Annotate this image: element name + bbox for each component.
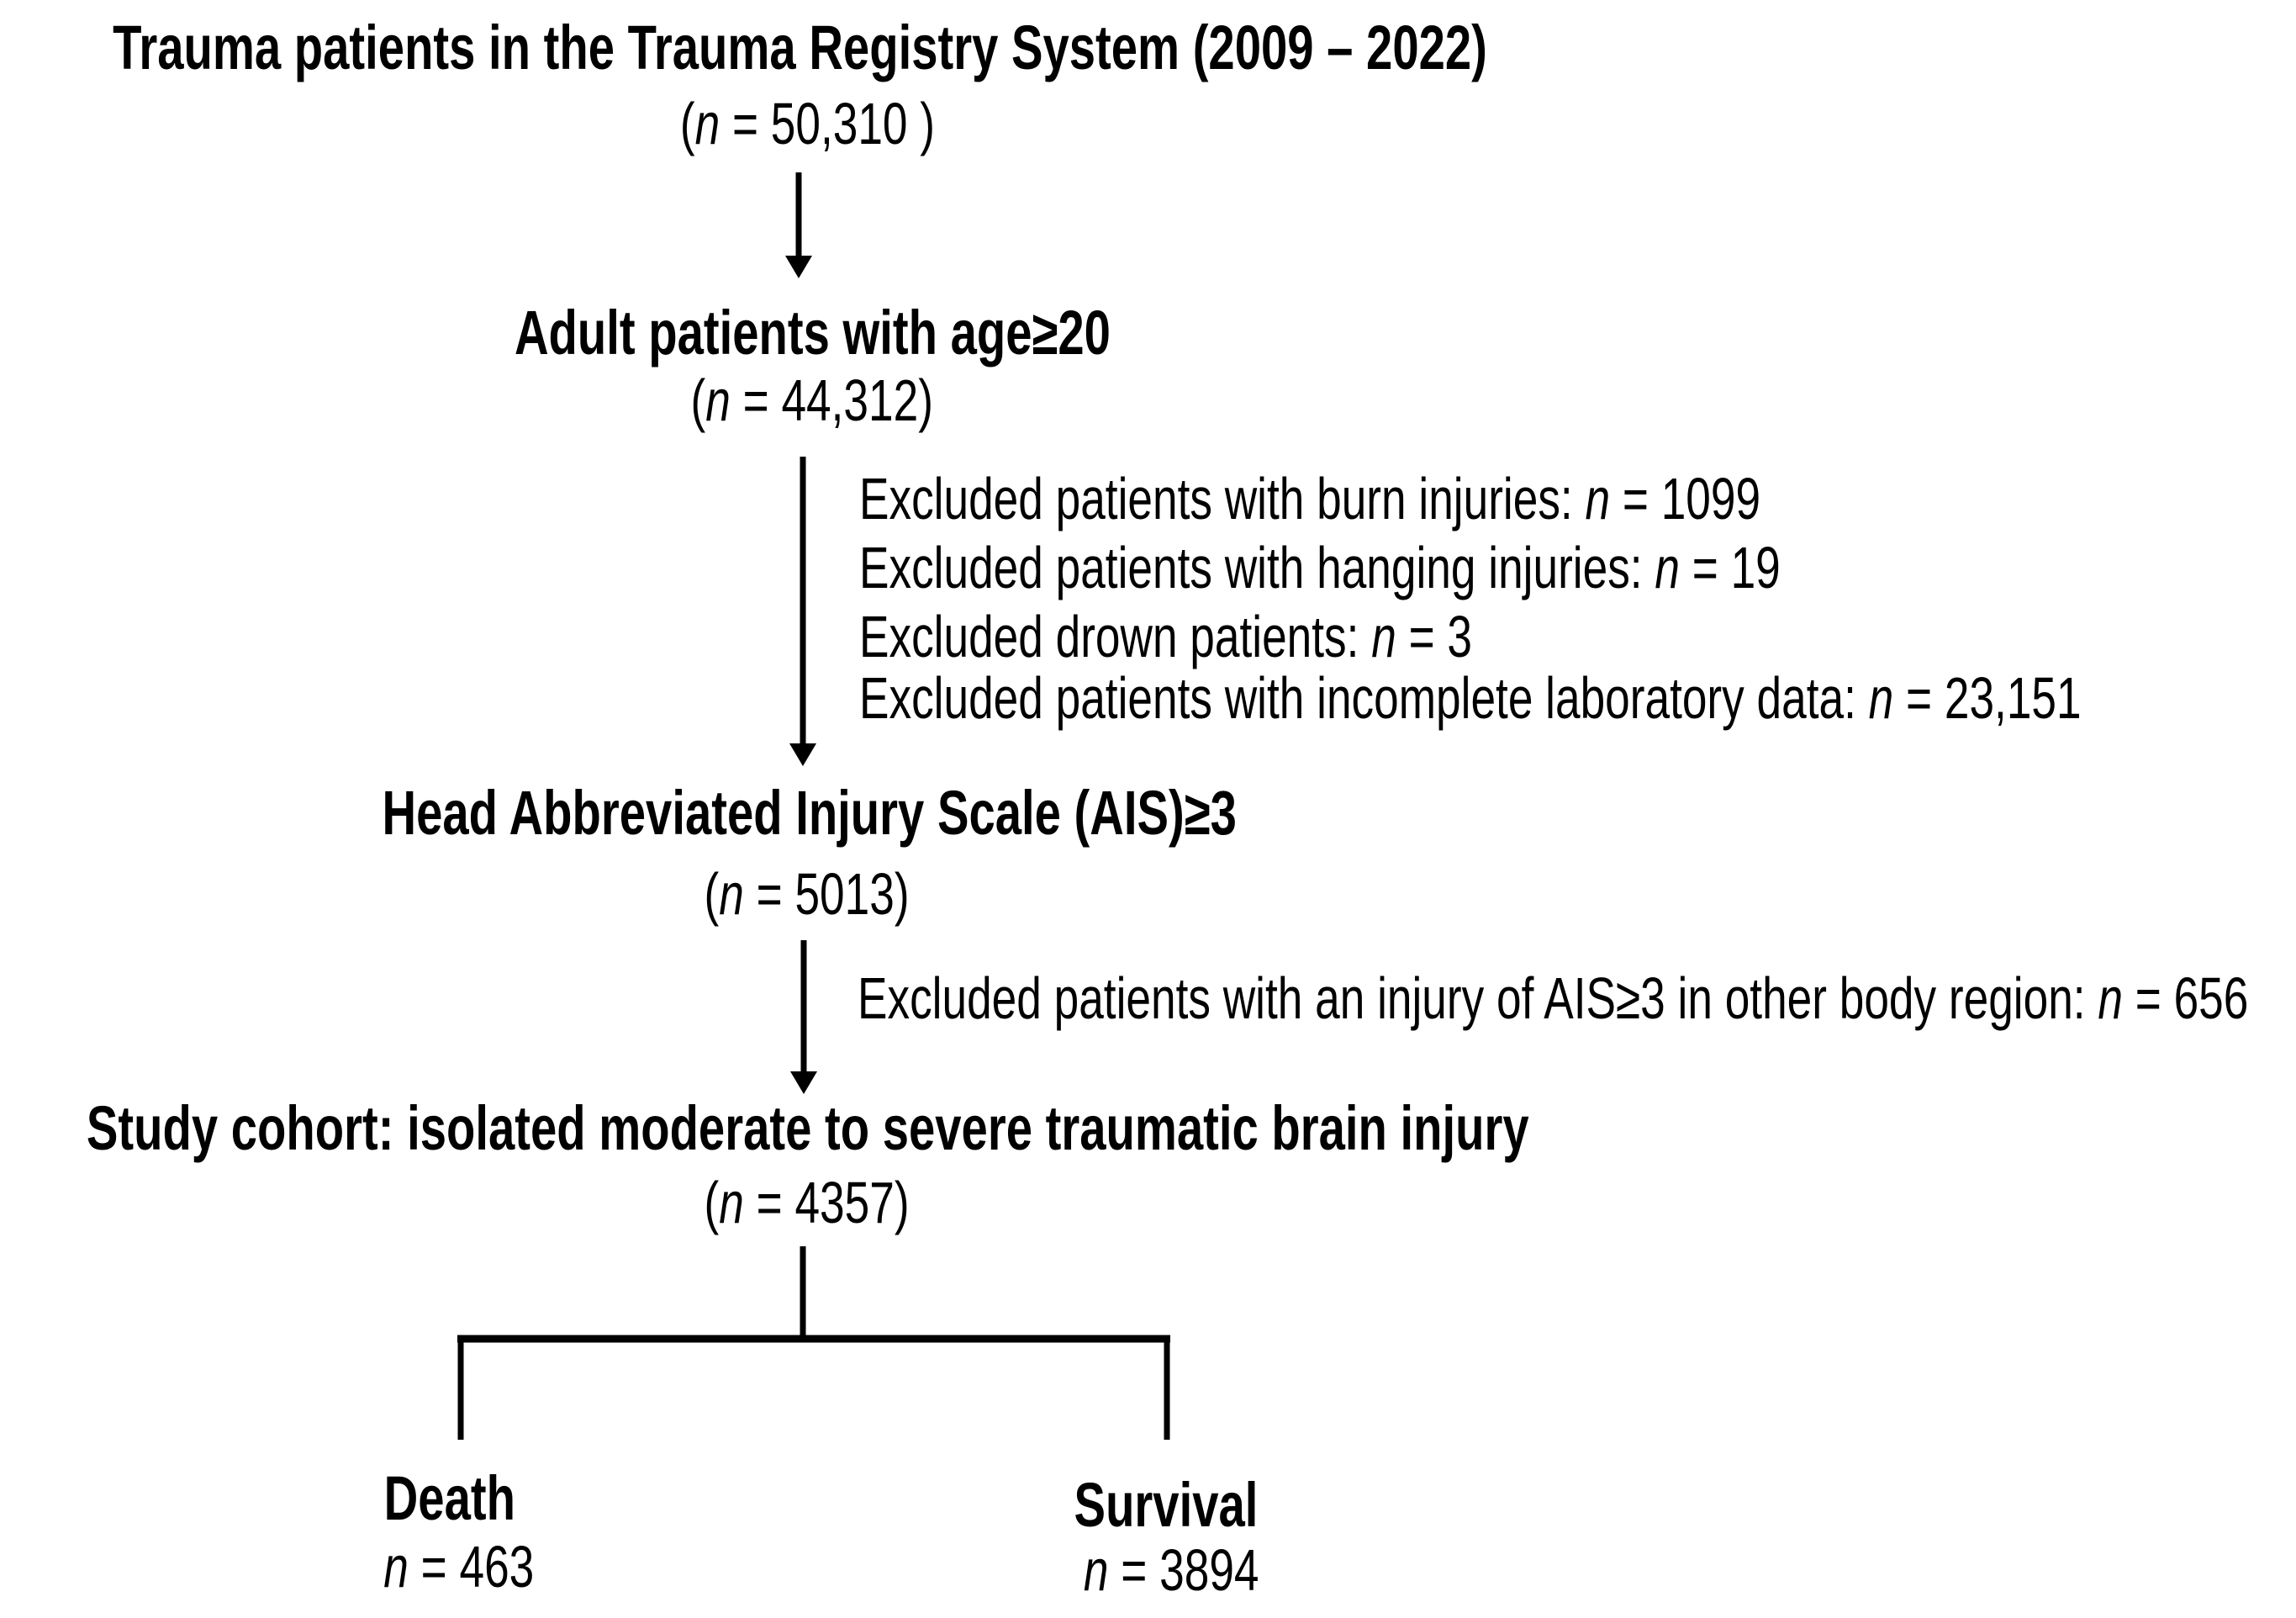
arrow-registry-to-adults-head-icon [785,256,812,278]
exclusion-other-body-region: Excluded patients with an injury of AIS≥… [858,965,2249,1031]
exclusion-burn-injuries: Excluded patients with burn injuries: n … [859,466,1761,531]
arrow-adults-to-headais-head-icon [789,743,816,766]
exclusion-incomplete-lab-data: Excluded patients with incomplete labora… [859,665,2082,731]
arrow-headais-to-cohort-head-icon [790,1071,817,1094]
exclusion-hanging-injuries: Excluded patients with hanging injuries:… [859,535,1781,600]
exclusion-drown-patients: Excluded drown patients: n = 3 [859,604,1473,669]
